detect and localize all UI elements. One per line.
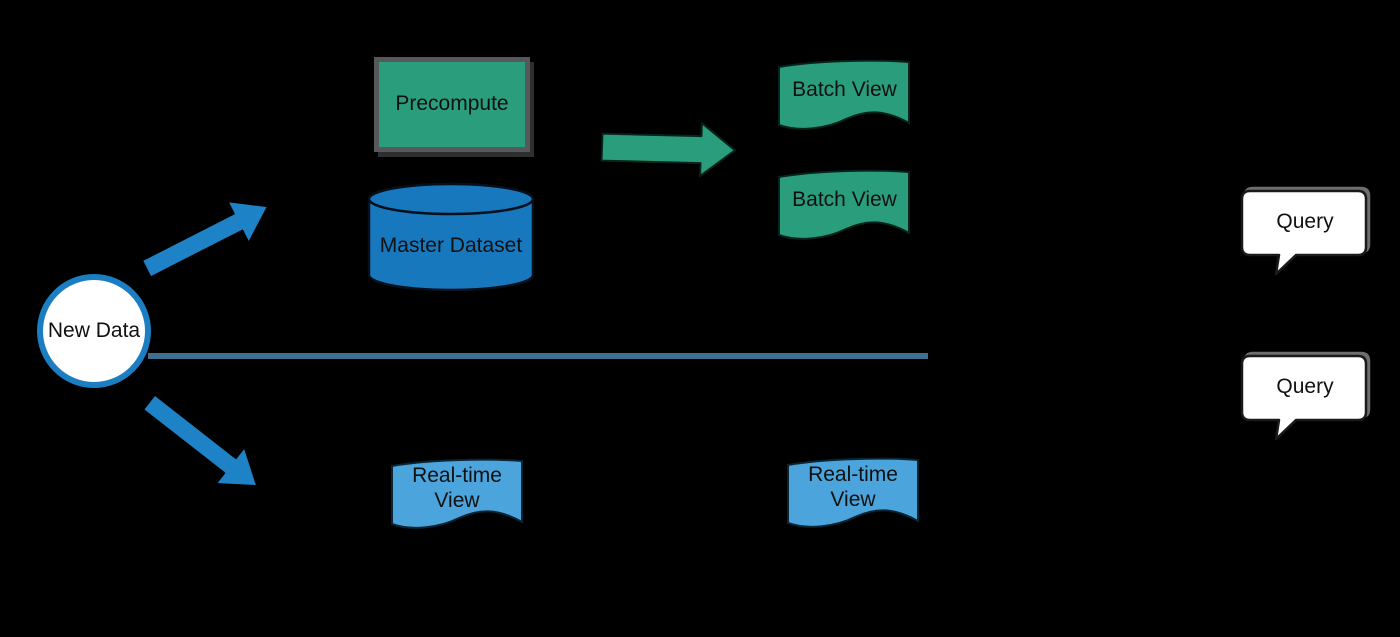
arrow-right-icon xyxy=(600,122,736,178)
precompute-label: Precompute xyxy=(395,92,509,116)
batch-view-1-shape xyxy=(778,59,910,130)
precompute-box: Precompute xyxy=(374,57,530,152)
new-data-label: New Data xyxy=(47,318,141,342)
new-data-node: New Data xyxy=(37,274,151,388)
master-dataset-cylinder xyxy=(367,182,535,292)
query-2-bubble xyxy=(1240,354,1368,441)
layer-divider-line xyxy=(148,353,928,359)
query-1-bubble xyxy=(1240,189,1368,276)
arrow-down-right-icon xyxy=(142,393,259,488)
arrow-up-right-icon xyxy=(140,200,270,279)
batch-view-2-shape xyxy=(778,169,910,240)
realtime-view-1-shape xyxy=(391,458,523,529)
realtime-view-2-shape xyxy=(787,457,919,528)
